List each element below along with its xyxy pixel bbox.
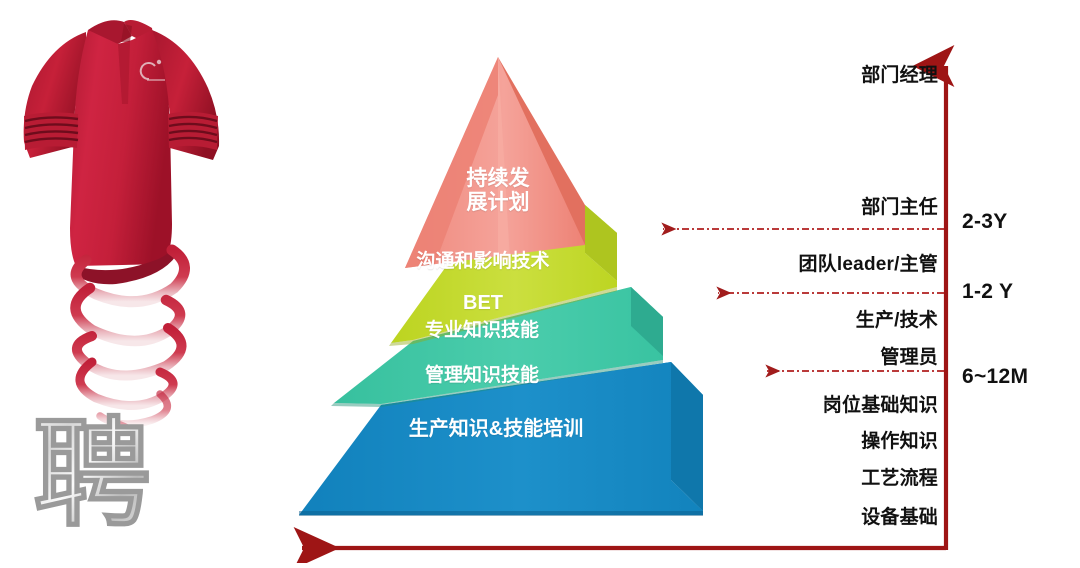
level-second-text-bet: BET xyxy=(353,292,613,315)
level-third-line-1: 专业知识技能 xyxy=(424,320,539,341)
polo-shirt xyxy=(23,20,220,285)
level-second-line-1: 沟通和影响技术 xyxy=(416,251,550,272)
pyramid-level-top xyxy=(405,57,585,268)
role-label-4: 管理员 xyxy=(880,347,938,368)
level-top-text: 持续发 展计划 xyxy=(403,167,593,215)
level-third-text-2: 管理知识技能 xyxy=(337,365,627,387)
role-label-7: 工艺流程 xyxy=(861,468,938,489)
character-pin-recruit: 聘 xyxy=(32,404,152,544)
duration-label-1: 1-2 Y xyxy=(962,280,1014,303)
unraveling-ribbon xyxy=(70,244,190,451)
level-second-text: 沟通和影响技术 xyxy=(353,251,613,273)
role-label-1: 部门主任 xyxy=(861,197,938,218)
sleeve-cuff-left xyxy=(24,112,79,150)
duration-label-2: 6~12M xyxy=(962,365,1029,388)
sleeve-cuff-right xyxy=(168,111,218,150)
level-second-line-2: BET xyxy=(463,292,503,314)
duration-label-0: 2-3Y xyxy=(962,210,1008,233)
pyramid-level-third xyxy=(331,287,663,407)
competency-pyramid: 持续发 展计划 沟通和影响技术 BET 专业知识技能 管理知识技能 生产知识&技… xyxy=(285,55,715,545)
pyramid-level-base xyxy=(299,362,703,516)
level-top-line-2: 展计划 xyxy=(466,191,530,215)
pyramid-svg xyxy=(299,57,703,516)
level-third-line-2: 管理知识技能 xyxy=(424,365,539,386)
illustration-svg: 聘 xyxy=(23,20,220,544)
svg-text:聘: 聘 xyxy=(33,405,151,543)
role-label-5: 岗位基础知识 xyxy=(822,395,938,416)
role-label-3: 生产/技术 xyxy=(855,310,938,331)
level-base-line-1: 生产知识&技能培训 xyxy=(408,418,584,440)
level-top-line-1: 持续发 xyxy=(466,167,530,190)
recruitment-illustration: 聘 xyxy=(0,0,265,563)
role-label-6: 操作知识 xyxy=(861,431,938,452)
level-third-text: 专业知识技能 xyxy=(337,320,627,342)
chest-logo-icon xyxy=(139,59,165,81)
level-base-text: 生产知识&技能培训 xyxy=(311,418,681,441)
role-label-0: 部门经理 xyxy=(861,65,938,86)
role-label-2: 团队leader/主管 xyxy=(798,254,938,275)
role-label-8: 设备基础 xyxy=(861,507,938,528)
